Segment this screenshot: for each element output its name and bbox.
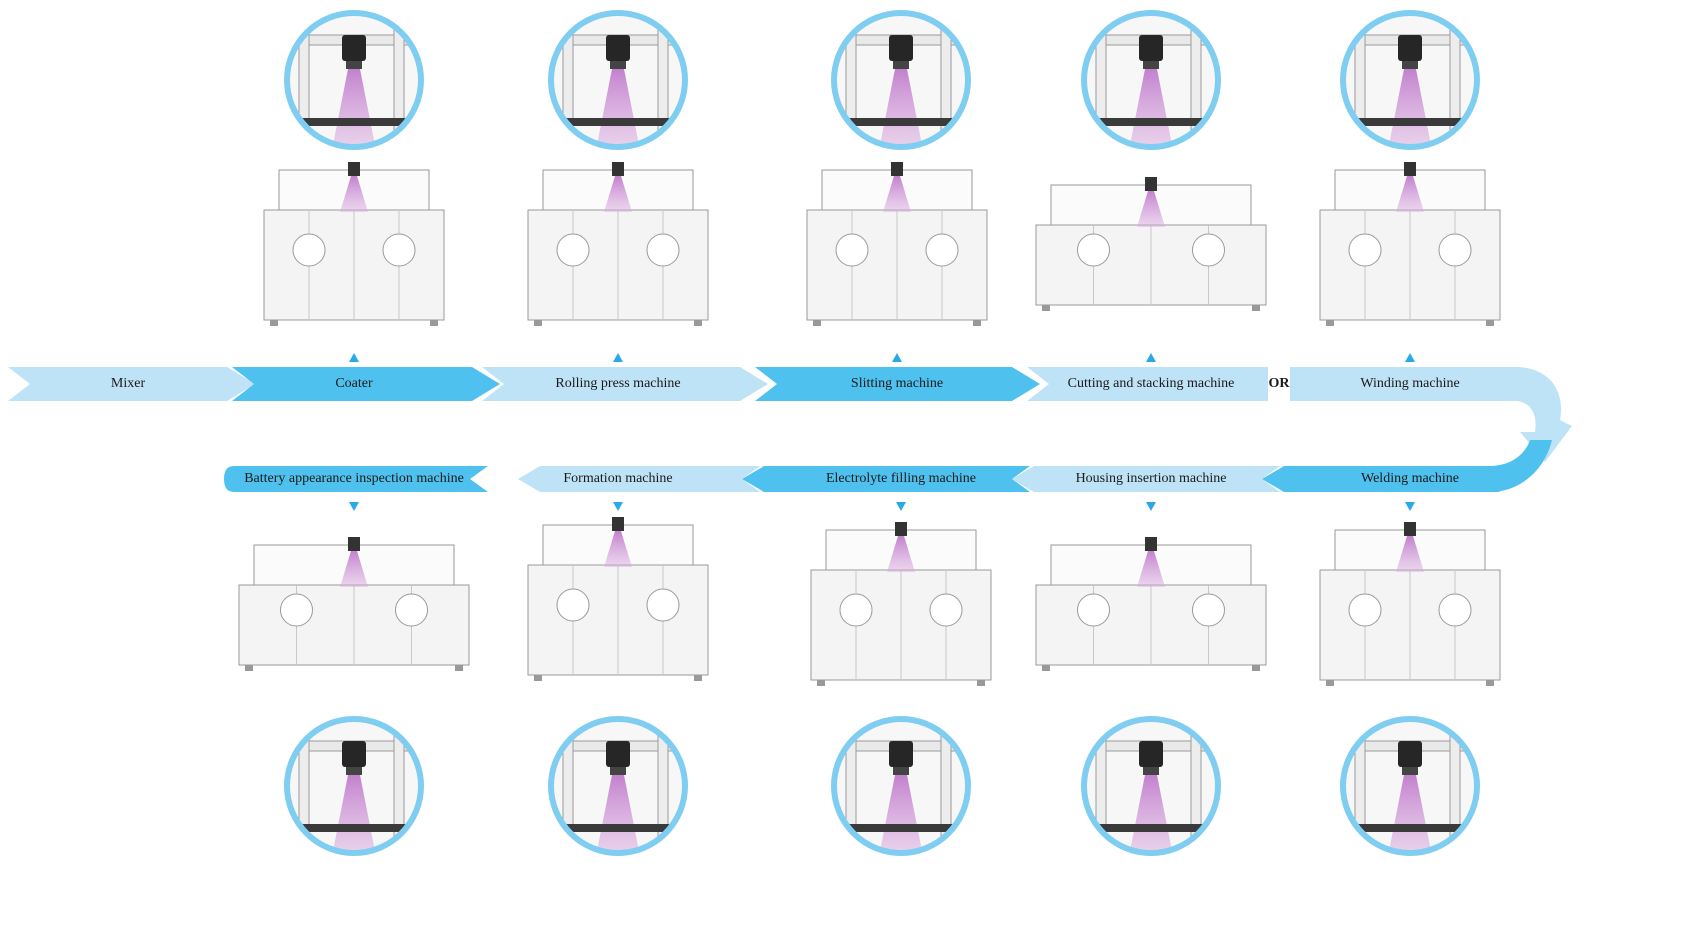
step-label-welding-machine: Welding machine: [1360, 471, 1460, 486]
machine-illustration-formation-machine: [527, 517, 709, 681]
detail-circle-cutting-and-stacking-machine: [1081, 10, 1221, 150]
detail-circle-welding-machine: [1340, 716, 1480, 856]
indicator-down-battery-appearance-inspection-machine: [349, 502, 359, 511]
detail-circle-electrolyte-filling-machine: [831, 716, 971, 856]
detail-circle-rolling-press-machine: [548, 10, 688, 150]
step-label-rolling-press-machine: Rolling press machine: [555, 376, 681, 391]
indicator-down-welding-machine: [1405, 502, 1415, 511]
indicator-up-slitting-machine: [892, 353, 902, 362]
arrow-welding-machine: [1262, 466, 1500, 492]
arrow-winding-machine: [1290, 367, 1520, 401]
or-label: OR: [1268, 376, 1290, 391]
step-label-electrolyte-filling-machine: Electrolyte filling machine: [825, 471, 977, 486]
machine-illustration-electrolyte-filling-machine: [810, 522, 992, 686]
detail-circle-housing-insertion-machine: [1081, 716, 1221, 856]
detail-circle-coater: [284, 10, 424, 150]
machine-illustration-battery-appearance-inspection-machine: [238, 537, 470, 671]
indicator-up-winding-machine: [1405, 353, 1415, 362]
machine-illustration-coater: [263, 162, 445, 326]
arrow-electrolyte-filling-machine: [742, 466, 1030, 492]
detail-circle-winding-machine: [1340, 10, 1480, 150]
step-label-battery-appearance-inspection-machine: Battery appearance inspection machine: [244, 471, 464, 486]
step-label-winding-machine: Winding machine: [1360, 376, 1460, 391]
step-label-housing-insertion-machine: Housing insertion machine: [1075, 471, 1227, 486]
indicator-up-coater: [349, 353, 359, 362]
arrow-mixer: [8, 367, 255, 401]
indicator-down-formation-machine: [613, 502, 623, 511]
arrow-coater: [232, 367, 500, 401]
step-label-cutting-and-stacking-machine: Cutting and stacking machine: [1067, 376, 1235, 391]
indicator-down-housing-insertion-machine: [1146, 502, 1156, 511]
arrow-curve-down: [1500, 367, 1572, 462]
arrow-rolling-press-machine: [482, 367, 768, 401]
detail-circle-formation-machine: [548, 716, 688, 856]
arrow-slitting-machine: [755, 367, 1040, 401]
step-label-slitting-machine: Slitting machine: [850, 376, 944, 391]
detail-circle-battery-appearance-inspection-machine: [284, 716, 424, 856]
arrow-cutting-and-stacking-machine: [1027, 367, 1268, 401]
machine-illustration-housing-insertion-machine: [1035, 537, 1267, 671]
indicator-down-electrolyte-filling-machine: [896, 502, 906, 511]
indicator-up-rolling-press-machine: [613, 353, 623, 362]
step-label-formation-machine: Formation machine: [563, 471, 673, 486]
machine-illustration-welding-machine: [1319, 522, 1501, 686]
machine-illustration-cutting-and-stacking-machine: [1035, 177, 1267, 311]
arrow-battery-appearance-inspection-machine: [224, 466, 488, 492]
arrow-formation-machine: [518, 466, 760, 492]
step-label-coater: Coater: [335, 376, 373, 391]
step-label-mixer: Mixer: [110, 376, 146, 391]
machine-illustration-rolling-press-machine: [527, 162, 709, 326]
arrow-housing-insertion-machine: [1012, 466, 1280, 492]
arrow-curve-return: [1480, 440, 1552, 492]
indicator-up-cutting-and-stacking-machine: [1146, 353, 1156, 362]
machine-illustration-winding-machine: [1319, 162, 1501, 326]
machine-illustration-slitting-machine: [806, 162, 988, 326]
detail-circle-slitting-machine: [831, 10, 971, 150]
